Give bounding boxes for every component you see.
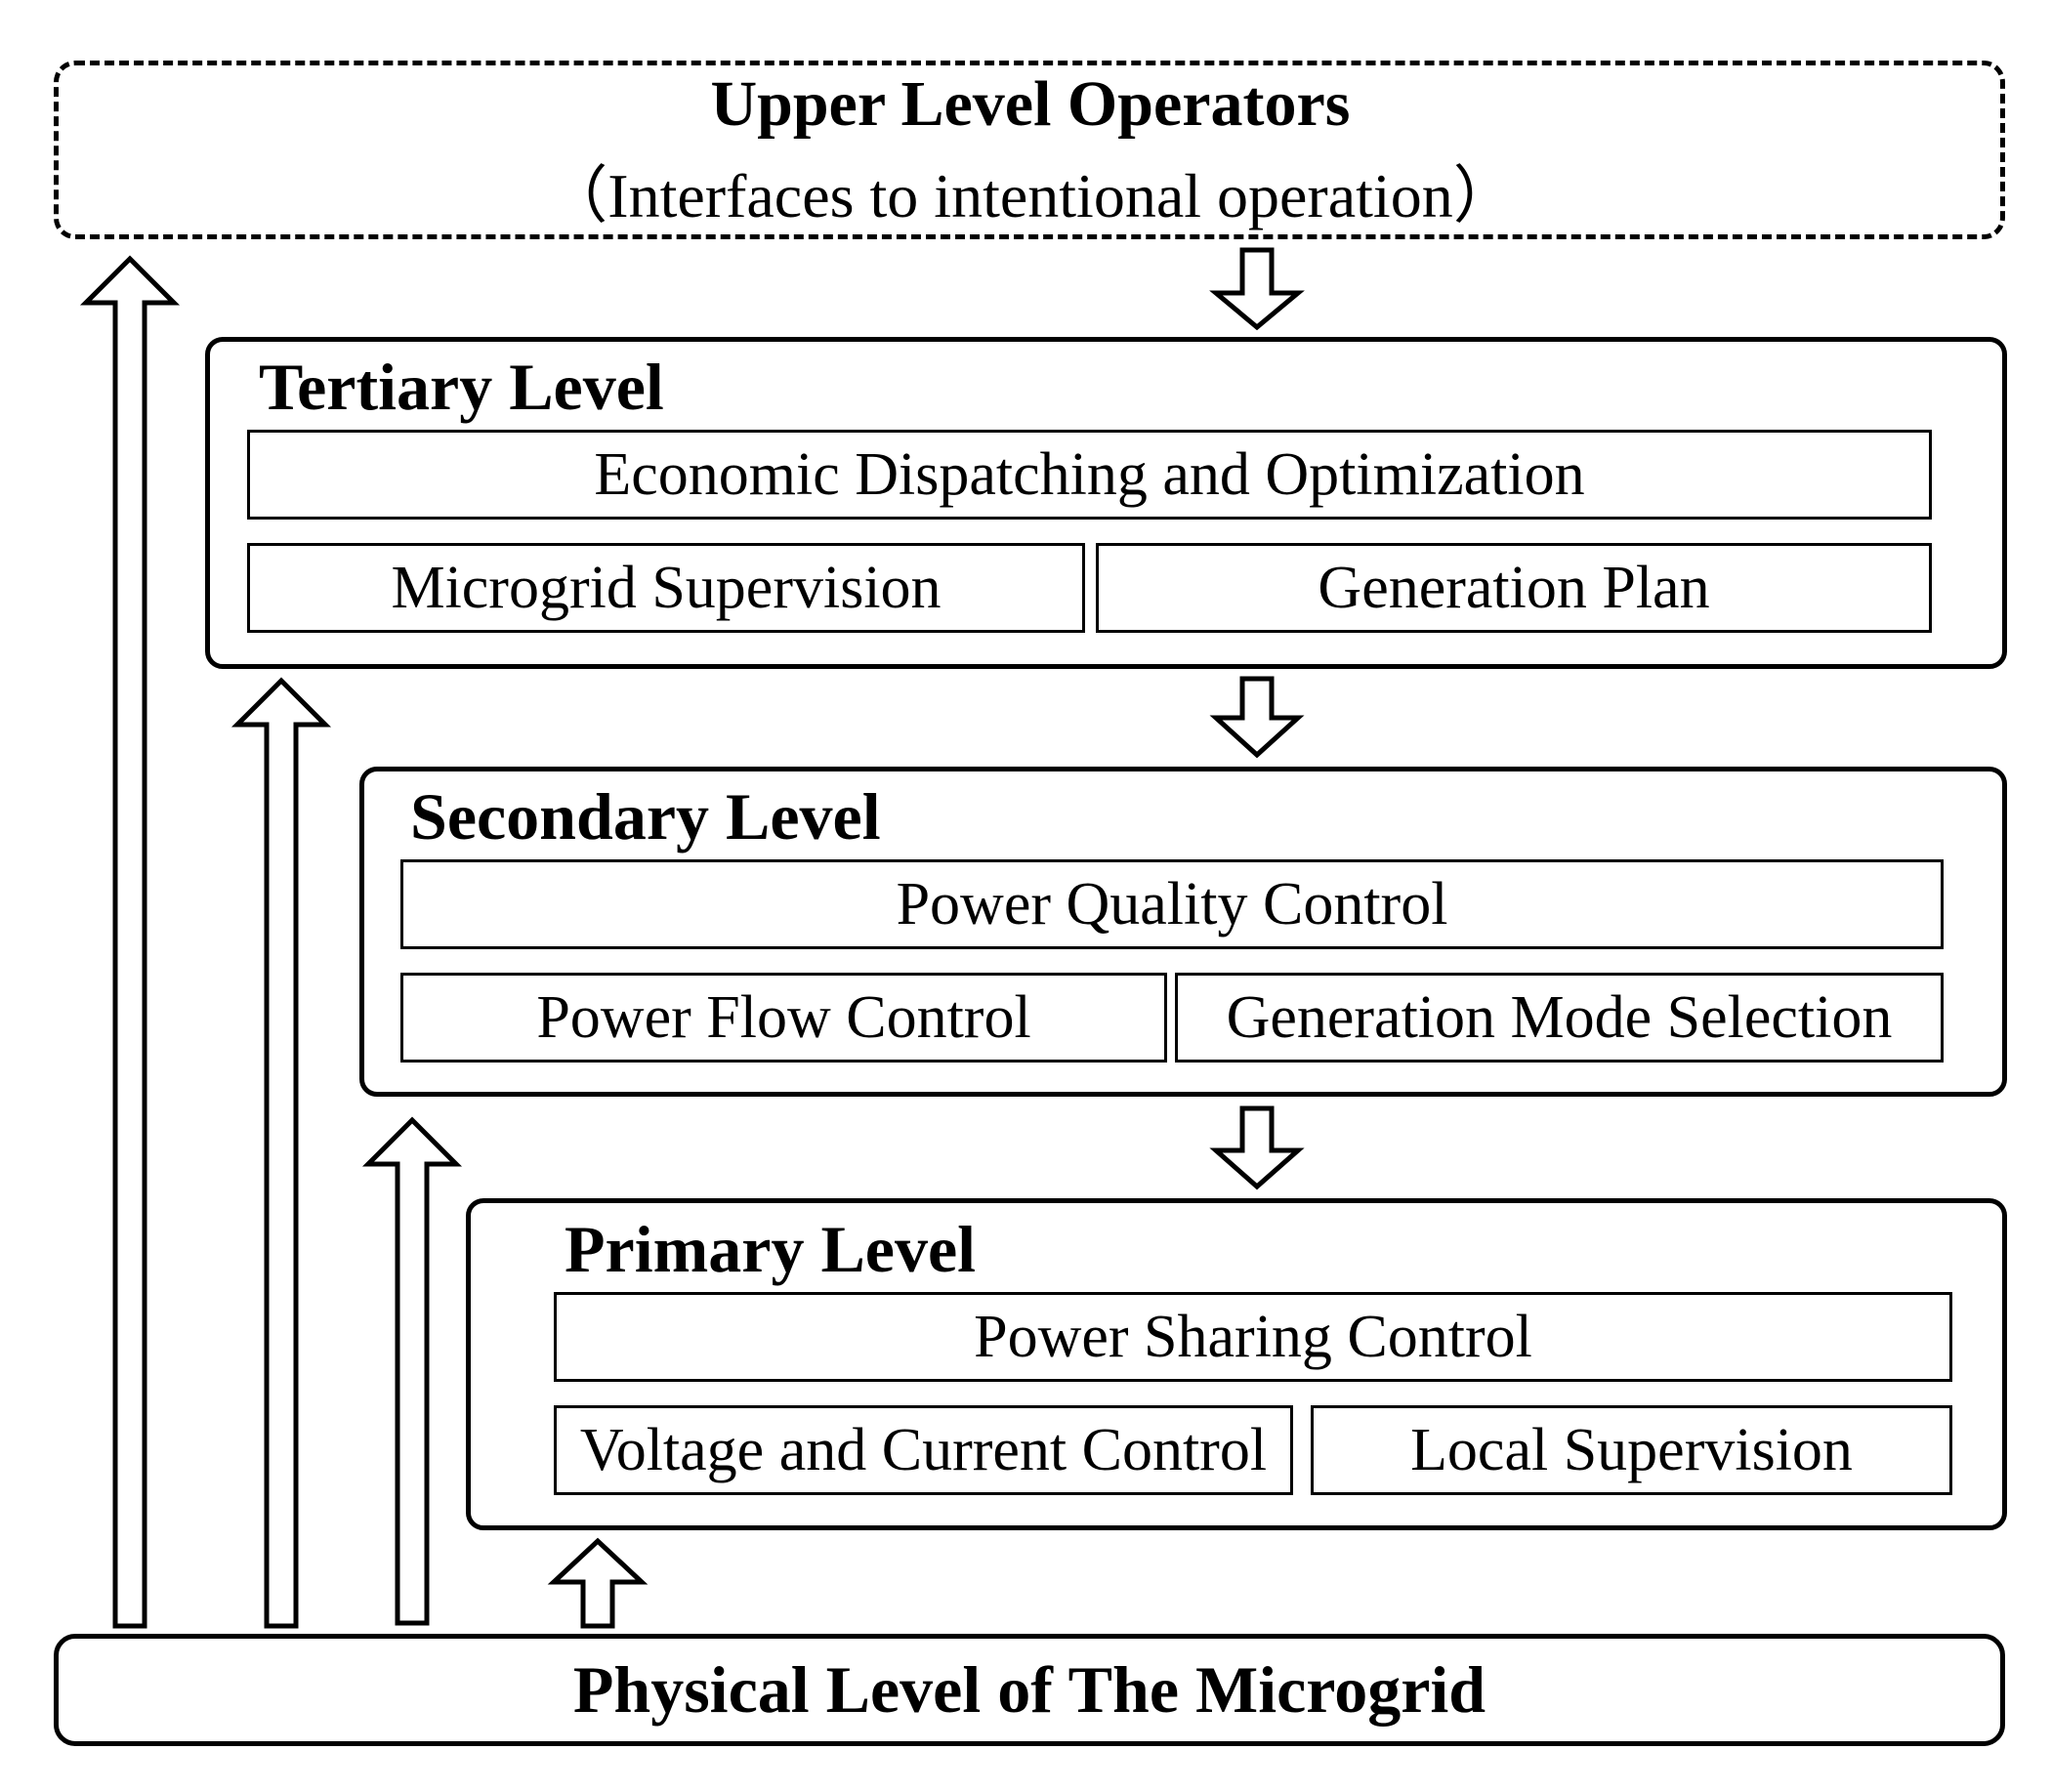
- generation-mode-selection-box: Generation Mode Selection: [1175, 973, 1944, 1063]
- generation-plan-box: Generation Plan: [1096, 543, 1932, 633]
- power-quality-control-box: Power Quality Control: [400, 859, 1944, 949]
- economic-dispatching-box: Economic Dispatching and Optimization: [247, 430, 1932, 520]
- down-arrow-upper-to-tertiary: [1209, 247, 1305, 331]
- voltage-current-control-box: Voltage and Current Control: [554, 1405, 1293, 1495]
- up-arrow-to-secondary: [361, 1116, 463, 1626]
- power-flow-control-box: Power Flow Control: [400, 973, 1167, 1063]
- physical-level-panel: Physical Level of The Microgrid: [54, 1634, 2005, 1746]
- power-sharing-control-box: Power Sharing Control: [554, 1292, 1952, 1382]
- upper-level-title: Upper Level Operators: [710, 68, 1351, 140]
- up-arrow-to-tertiary: [230, 677, 332, 1629]
- down-arrow-tertiary-to-secondary: [1209, 676, 1305, 759]
- up-arrow-to-upper-operators: [79, 255, 181, 1629]
- primary-level-title: Primary Level: [565, 1212, 977, 1286]
- secondary-level-title: Secondary Level: [410, 779, 881, 854]
- local-supervision-box: Local Supervision: [1311, 1405, 1952, 1495]
- upper-level-subtitle: （Interfaces to intentional operation）: [545, 161, 1516, 230]
- up-arrow-to-primary: [547, 1537, 649, 1629]
- physical-level-title: Physical Level of The Microgrid: [572, 1652, 1486, 1727]
- tertiary-level-title: Tertiary Level: [259, 350, 664, 424]
- upper-level-operators-panel: [54, 61, 2005, 239]
- microgrid-supervision-box: Microgrid Supervision: [247, 543, 1085, 633]
- down-arrow-secondary-to-primary: [1209, 1105, 1305, 1190]
